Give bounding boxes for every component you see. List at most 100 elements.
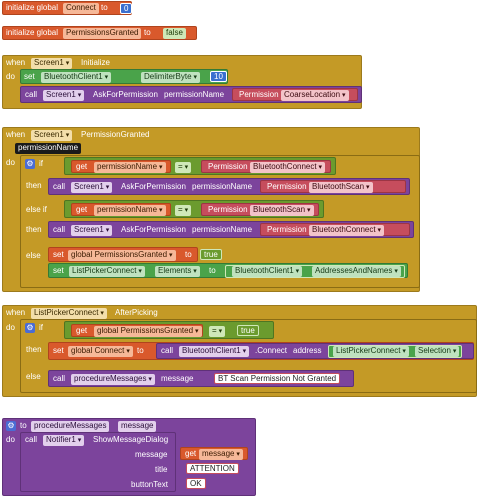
property-dropdown[interactable]: AddressesAndNames xyxy=(312,266,401,277)
init-global-connect-block[interactable]: initialize global Connect to 0 xyxy=(2,1,133,15)
set-keyword: set xyxy=(53,266,64,275)
arg-message-label: message xyxy=(135,450,168,459)
permission-label: Permission xyxy=(267,225,307,234)
listpicker-selection-getter-block[interactable]: ListPickerConnect Selection xyxy=(328,345,462,358)
get-global-permissions-block[interactable]: get global PermissionsGranted xyxy=(71,324,203,337)
component-dropdown[interactable]: ListPickerConnect xyxy=(69,266,145,277)
arg-title-label: title xyxy=(155,465,168,474)
permission-bluetooth-scan-block[interactable]: Permission BluetoothScan xyxy=(201,203,319,216)
boolean-value-field[interactable]: false xyxy=(163,28,186,39)
permission-dropdown[interactable]: BluetoothConnect xyxy=(250,162,326,173)
component-dropdown[interactable]: BluetoothClient1 xyxy=(179,346,250,357)
component-dropdown[interactable]: BluetoothClient1 xyxy=(232,266,303,277)
title-text-field[interactable]: ATTENTION xyxy=(186,463,239,474)
operator-dropdown[interactable]: = xyxy=(175,162,192,173)
operator-dropdown[interactable]: = xyxy=(175,205,192,216)
variable-dropdown[interactable]: global PermissionsGranted xyxy=(94,326,202,337)
show-message-dialog-block[interactable]: call Notifier1 ShowMessageDialog message… xyxy=(20,432,176,492)
variable-dropdown[interactable]: permissionName xyxy=(94,205,166,216)
else-if-keyword: else if xyxy=(26,205,47,214)
permission-bluetooth-connect-block[interactable]: Permission BluetoothConnect xyxy=(260,223,410,236)
event-name: Initialize xyxy=(81,58,110,67)
boolean-value-field[interactable]: true xyxy=(200,249,222,260)
procedure-param-field[interactable]: message xyxy=(118,421,157,432)
param-name: permissionName xyxy=(164,90,225,99)
event-name: AfterPicking xyxy=(115,308,158,317)
get-param-block[interactable]: get permissionName xyxy=(71,203,171,216)
property-dropdown[interactable]: Selection xyxy=(415,346,460,357)
equals-compare-block[interactable]: get global PermissionsGranted = true xyxy=(64,321,274,339)
variable-dropdown[interactable]: global Connect xyxy=(68,346,133,357)
equals-compare-block[interactable]: get permissionName = Permission Bluetoot… xyxy=(64,157,336,175)
when-keyword: when xyxy=(6,308,26,317)
global-name-field[interactable]: PermissionsGranted xyxy=(63,28,142,39)
variable-dropdown[interactable]: permissionName xyxy=(94,162,166,173)
component-dropdown[interactable]: Notifier1 xyxy=(43,435,85,446)
gear-icon[interactable]: ⚙ xyxy=(25,323,35,333)
permission-dropdown[interactable]: CoarseLocation xyxy=(281,90,349,101)
boolean-value-field[interactable]: true xyxy=(237,325,259,336)
permission-label: Permission xyxy=(208,162,248,171)
gear-icon[interactable]: ⚙ xyxy=(6,421,16,431)
component-dropdown[interactable]: Screen1 xyxy=(31,130,73,141)
number-value-field[interactable]: 10 xyxy=(210,71,227,82)
param-name: permissionName xyxy=(192,225,253,234)
get-keyword: get xyxy=(185,449,197,458)
property-dropdown[interactable]: Elements xyxy=(155,266,200,277)
component-dropdown[interactable]: Screen1 xyxy=(71,182,113,193)
to-keyword: to xyxy=(20,421,27,430)
procedure-name-field[interactable]: procedureMessages xyxy=(31,421,110,432)
else-keyword: else xyxy=(26,251,41,260)
event-param-field[interactable]: permissionName xyxy=(15,143,82,154)
arg-buttontext-label: buttonText xyxy=(131,480,168,489)
set-keyword: set xyxy=(24,72,35,81)
component-dropdown[interactable]: ListPickerConnect xyxy=(333,346,409,357)
permission-label: Permission xyxy=(267,182,307,191)
component-dropdown[interactable]: ListPickerConnect xyxy=(31,308,107,319)
permission-coarse-location-block[interactable]: Permission CoarseLocation xyxy=(232,88,358,101)
variable-dropdown[interactable]: message xyxy=(199,449,243,460)
component-dropdown[interactable]: Screen1 xyxy=(31,58,73,69)
set-listpicker-elements-block[interactable]: set ListPickerConnect Elements to Blueto… xyxy=(48,263,408,278)
do-keyword: do xyxy=(6,72,15,81)
message-text-field[interactable]: BT Scan Permission Not Granted xyxy=(214,373,341,384)
do-keyword: do xyxy=(6,435,15,444)
set-delimiter-block[interactable]: set BluetoothClient1 DelimiterByte to xyxy=(20,69,228,84)
do-keyword: do xyxy=(6,323,15,332)
permission-dropdown[interactable]: BluetoothScan xyxy=(250,205,314,216)
global-name-field[interactable]: Connect xyxy=(63,3,99,14)
get-message-block[interactable]: get message xyxy=(180,447,248,460)
operator-dropdown[interactable]: = xyxy=(209,326,226,337)
bluetooth-addresses-getter-block[interactable]: BluetoothClient1 AddressesAndNames xyxy=(225,265,405,278)
variable-dropdown[interactable]: global PermissionsGranted xyxy=(68,250,176,261)
set-keyword: set xyxy=(53,346,64,355)
equals-compare-block[interactable]: get permissionName = Permission Bluetoot… xyxy=(64,200,324,218)
permission-label: Permission xyxy=(208,205,248,214)
number-value-field[interactable]: 0 xyxy=(120,3,133,14)
do-keyword: do xyxy=(6,158,15,167)
call-keyword: call xyxy=(25,90,38,99)
if-keyword: if xyxy=(39,323,43,332)
set-keyword: set xyxy=(53,250,64,259)
permission-dropdown[interactable]: BluetoothConnect xyxy=(309,225,385,236)
component-dropdown[interactable]: BluetoothClient1 xyxy=(41,72,112,83)
to-keyword: to xyxy=(137,346,144,355)
init-global-permissions-block[interactable]: initialize global PermissionsGranted to … xyxy=(2,26,197,40)
if-keyword: if xyxy=(39,159,43,168)
permission-bluetooth-scan-block[interactable]: Permission BluetoothScan xyxy=(260,180,406,193)
procedure-dropdown[interactable]: procedureMessages xyxy=(71,374,155,385)
component-dropdown[interactable]: Screen1 xyxy=(43,90,85,101)
button-text-field[interactable]: OK xyxy=(186,478,206,489)
permission-bluetooth-connect-block[interactable]: Permission BluetoothConnect xyxy=(201,160,331,173)
permission-dropdown[interactable]: BluetoothScan xyxy=(309,182,373,193)
get-param-block[interactable]: get permissionName xyxy=(71,160,171,173)
to-keyword: to xyxy=(101,3,108,12)
init-keyword: initialize global xyxy=(6,28,59,37)
gear-icon[interactable]: ⚙ xyxy=(25,159,35,169)
call-keyword: call xyxy=(25,435,38,444)
set-global-permissions-block[interactable]: set global PermissionsGranted to xyxy=(48,247,198,262)
permission-label: Permission xyxy=(239,90,279,99)
call-keyword: call xyxy=(161,346,174,355)
property-dropdown[interactable]: DelimiterByte xyxy=(141,72,201,83)
component-dropdown[interactable]: Screen1 xyxy=(71,225,113,236)
